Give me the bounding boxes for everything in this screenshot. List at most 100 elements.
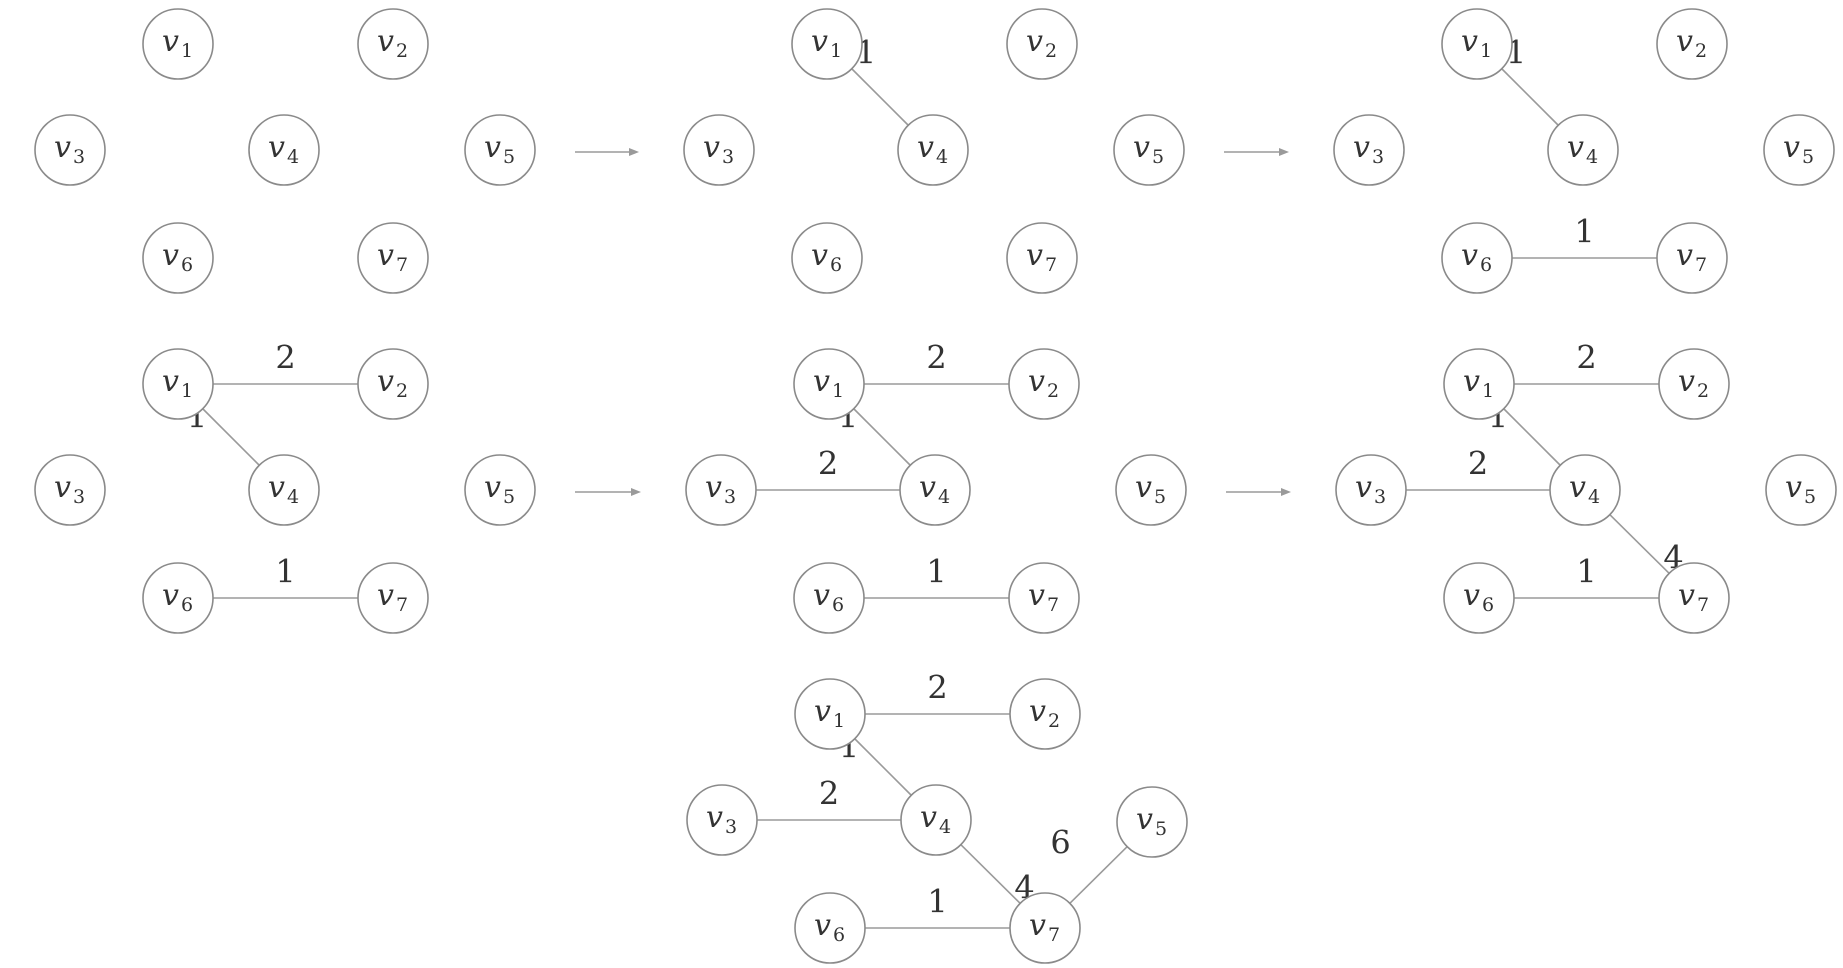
edge-weight-label: 2 [926, 339, 946, 377]
edge-weight-label: 1 [927, 883, 947, 921]
step-arrow [575, 148, 639, 156]
edge-weight-label: 1 [1574, 213, 1594, 251]
edge-v1-v4 [851, 68, 909, 126]
edge-weight-label: 1 [275, 553, 295, 591]
edge-weight-label: 1 [926, 553, 946, 591]
edge-v1-v4 [1501, 68, 1559, 126]
step-arrow [1224, 148, 1289, 156]
edge-v4-v7 [960, 844, 1021, 904]
edge-v1-v4 [853, 408, 911, 466]
edge-weight-label: 6 [1050, 824, 1070, 862]
edge-v1-v4 [1503, 408, 1561, 466]
edge-v1-v4 [854, 738, 912, 796]
edge-weight-label: 2 [1468, 445, 1488, 483]
edge-v4-v7 [1609, 514, 1670, 574]
edge-weight-label: 2 [275, 339, 295, 377]
edge-weight-label: 2 [819, 775, 839, 813]
edge-weight-label: 1 [1576, 553, 1596, 591]
step-arrow [575, 488, 641, 496]
edge-weight-label: 2 [927, 669, 947, 707]
step-arrow [1226, 488, 1291, 496]
edge-v1-v4 [202, 408, 260, 466]
